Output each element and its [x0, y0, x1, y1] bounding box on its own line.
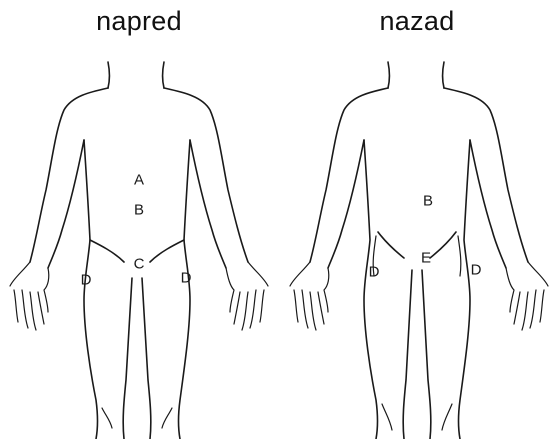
front-body-figure: napred A B C D D [0, 0, 278, 439]
front-zone-d-right-label: D [181, 271, 192, 286]
back-body-figure: nazad B E D D [278, 0, 556, 439]
back-body-outline [278, 0, 556, 439]
front-zone-a-label: A [134, 173, 144, 188]
front-zone-c-label: C [134, 257, 145, 272]
back-zone-d-right-label: D [471, 263, 482, 278]
front-zone-d-left-label: D [81, 273, 92, 288]
front-body-outline [0, 0, 278, 439]
back-zone-d-left-label: D [369, 265, 380, 280]
back-zone-b-label: B [423, 194, 433, 209]
back-zone-e-label: E [421, 251, 431, 266]
front-zone-b-label: B [134, 203, 144, 218]
